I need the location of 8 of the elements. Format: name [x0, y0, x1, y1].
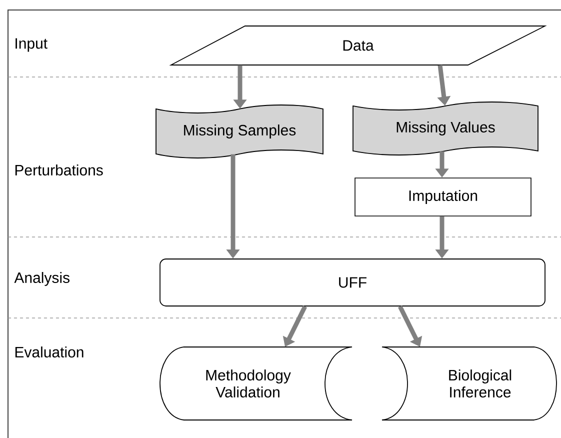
- row-label: Perturbations: [15, 164, 103, 176]
- row-label: Input: [16, 38, 48, 52]
- wavy-box: Missing Values: [352, 102, 538, 156]
- process-box: Imputation: [354, 178, 532, 216]
- row-label: Analysis: [14, 272, 70, 286]
- rounded-box: UFF: [160, 258, 546, 306]
- row-label: Evaluation: [15, 346, 84, 358]
- wavy-box: Missing Samples: [156, 104, 324, 158]
